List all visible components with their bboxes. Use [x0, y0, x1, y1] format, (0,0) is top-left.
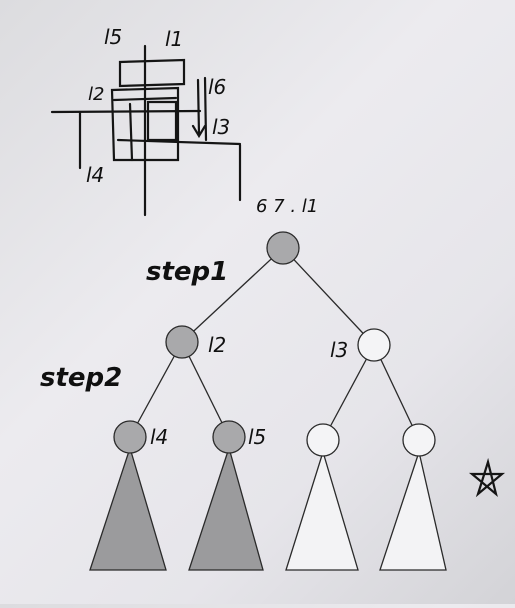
- sketch-arrowhead: [191, 124, 207, 139]
- sketch-rect-l2: [110, 86, 180, 162]
- sketch-label-l6: l6: [208, 75, 226, 99]
- sketch-vline-c: [203, 76, 208, 142]
- tree-node-right-white: [402, 423, 436, 457]
- step1-label: step1: [146, 257, 228, 287]
- sketch-rect-l1: [118, 58, 186, 88]
- edge-l3-left: [322, 344, 375, 441]
- subtree-l4: [89, 445, 167, 571]
- sketch-arrow-l6: [196, 78, 201, 136]
- node-label-l4: l4: [150, 425, 168, 449]
- sketch-label-l3: l3: [212, 115, 230, 139]
- star-icon: [468, 457, 506, 498]
- sketch-label-l5: l5: [104, 25, 122, 49]
- node-label-l5: l5: [248, 425, 266, 449]
- sketch-label-l2: l2: [88, 84, 104, 105]
- edge-l2-l5: [181, 341, 230, 438]
- edge-l3-right: [373, 344, 420, 441]
- sketch-rect-l3: [146, 100, 178, 142]
- edge-root-l2: [181, 247, 284, 343]
- subtree-right-white: [379, 449, 447, 571]
- sketch-tick: [128, 102, 134, 162]
- node-label-l3: l3: [330, 338, 348, 362]
- subtree-left-white: [285, 449, 359, 571]
- step2-label: step2: [40, 363, 122, 393]
- sketch-label-l1: l1: [165, 27, 183, 51]
- tree-node-l3: [357, 328, 391, 362]
- subtree-l5: [188, 445, 264, 571]
- sketch-label-l4: l4: [86, 163, 104, 187]
- root-annotation: 6 7 . l1: [256, 196, 318, 217]
- tree-node-l4: [113, 420, 147, 454]
- rectangle-sketch: l5 l1 l2 l6 l3 l4: [50, 25, 242, 217]
- sketch-rect-inner: [112, 96, 178, 102]
- tree-node-l2: [165, 325, 199, 359]
- tree-diagram: 6 7 . l1 step1 step2 l2 l3 l4 l5: [40, 196, 447, 571]
- edge-root-l3: [282, 247, 375, 346]
- tree-node-left-white: [306, 423, 340, 457]
- tree-node-l5: [212, 420, 246, 454]
- tree-node-root: [266, 231, 300, 265]
- node-label-l2: l2: [208, 333, 226, 357]
- edge-l2-l4: [129, 341, 183, 438]
